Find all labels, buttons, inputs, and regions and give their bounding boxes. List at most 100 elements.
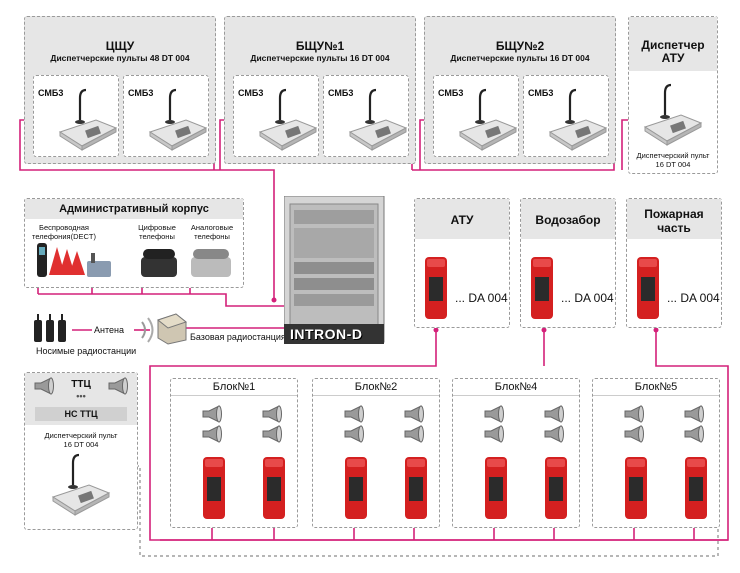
station-model: ... DA 004 [561,291,614,305]
digital-phone-icon [141,249,177,277]
loudspeaker-pair-icon [262,405,282,443]
console-label: СМБ3 [38,88,64,98]
loudspeaker-pair-icon [544,405,564,443]
console-card: СМБ3 [433,75,519,157]
desk-console-icon [548,88,608,152]
block-1: Блок№1 [170,378,298,528]
block-title: Блок№1 [212,381,256,393]
ttc-subtitle: НС ТТЦ [35,407,127,421]
loudspeaker-pair-icon [684,405,704,443]
group-subtitle: Диспетчерские пульты 16 DT 004 [250,53,390,63]
phones-icons [37,243,231,277]
desk-console-icon [643,83,703,147]
group-title: БЩУ№1 [295,39,345,53]
desk-console-icon [258,88,318,152]
console-caption: Диспетчерский пульт 16 DT 004 [636,151,710,169]
divider [313,395,439,396]
intron-cabinet-icon [284,196,385,344]
alarm-station-icon [345,457,367,519]
station-atu: АТУ ... DA 004 [414,198,510,328]
loudspeaker-icon [108,377,128,395]
alarm-station-icon [637,257,659,319]
alarm-station-icon [485,457,507,519]
group-cshu: ЦЩУ Диспетчерские пульты 48 DT 004 СМБ3 … [24,16,216,164]
loudspeaker-pair-icon [624,405,644,443]
header-band [629,17,717,71]
desk-console-icon [51,453,111,517]
station-title: Пожарная часть [644,207,704,235]
block-title: Блок№4 [494,381,538,393]
base-radio-label: Базовая радиостанция [190,332,286,342]
console-caption: Диспетчерский пульт 16 DT 004 [44,431,118,449]
phone-caption: Цифровые телефоны [138,223,176,241]
alarm-station-icon [625,457,647,519]
console-card: СМБ3 [123,75,209,157]
intron-brand: INTRON-D [290,326,363,342]
group-bshu1: БЩУ№1 Диспетчерские пульты 16 DT 004 СМБ… [224,16,416,164]
station-model: ... DA 004 [455,291,508,305]
dect-antenna-icon [49,247,85,275]
console-card: СМБ3 [33,75,119,157]
alarm-station-icon [531,257,553,319]
header-band [521,199,615,239]
console-label: СМБ3 [528,88,554,98]
desk-console-icon [348,88,408,152]
console-label: СМБ3 [328,88,354,98]
loudspeaker-pair-icon [484,405,504,443]
console-label: СМБ3 [438,88,464,98]
group-admin: Административный корпус Беспроводная тел… [24,198,244,288]
console-label: СМБ3 [128,88,154,98]
alarm-station-icon [263,457,285,519]
divider [453,395,579,396]
desk-console-icon [58,88,118,152]
block-2: Блок№2 [312,378,440,528]
block-5: Блок№5 [592,378,720,528]
desk-console-icon [148,88,208,152]
alarm-station-icon [425,257,447,319]
header-band [627,199,721,239]
group-subtitle: Диспетчерские пульты 48 DT 004 [50,53,190,63]
alarm-station-icon [405,457,427,519]
group-ttc: ТТЦ ••• НС ТТЦ Диспетчерский пульт 16 DT… [24,372,138,530]
loudspeaker-pair-icon [202,405,222,443]
group-title: Диспетчер АТУ [641,38,705,65]
portable-radios-label: Носимые радиостанции [36,346,137,356]
console-card: СМБ3 [523,75,609,157]
dect-handset-icon [37,243,47,277]
base-radio-icon [141,313,188,345]
station-title: АТУ [450,213,474,227]
alarm-station-icon [203,457,225,519]
station-water: Водозабор ... DA 004 [520,198,616,328]
group-title: ЦЩУ [105,39,135,53]
station-model: ... DA 004 [667,291,720,305]
station-fire: Пожарная часть ... DA 004 [626,198,722,328]
block-title: Блок№5 [634,381,678,393]
group-title: БЩУ№2 [495,39,545,53]
group-dispatcher-atu: Диспетчер АТУ Диспетчерский пульт 16 DT … [628,16,718,174]
walkie-talkie-icon [34,314,66,342]
block-4: Блок№4 [452,378,580,528]
phone-caption: Беспроводная телефония(DECT) [32,223,96,241]
alarm-station-icon [545,457,567,519]
group-title: Административный корпус [59,203,209,215]
loudspeaker-pair-icon [344,405,364,443]
desk-console-icon [458,88,518,152]
dect-base-icon [87,253,111,277]
block-title: Блок№2 [354,381,398,393]
loudspeaker-pair-icon [404,405,424,443]
group-subtitle: Диспетчерские пульты 16 DT 004 [450,53,590,63]
alarm-station-icon [685,457,707,519]
divider [171,395,297,396]
header-band [415,199,509,239]
antenna-label: Антена [94,325,124,335]
divider [593,395,719,396]
station-title: Водозабор [535,213,601,227]
console-card: СМБ3 [233,75,319,157]
ttc-title: ТТЦ [71,379,91,390]
phone-caption: Аналоговые телефоны [190,223,234,241]
console-card: СМБ3 [323,75,409,157]
console-label: СМБ3 [238,88,264,98]
header-band [25,199,243,219]
analog-phone-icon [191,249,231,277]
